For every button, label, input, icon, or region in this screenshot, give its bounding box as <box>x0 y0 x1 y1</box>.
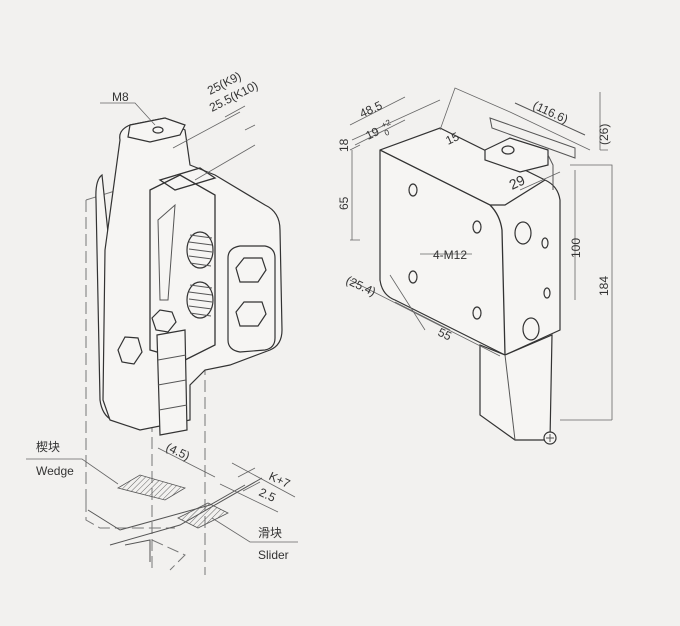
thread-label: M8 <box>112 90 129 104</box>
wedge-hatch <box>116 474 186 501</box>
dim-184-label: 184 <box>597 276 611 296</box>
dim-18-label: 18 <box>337 138 351 152</box>
dim-55-label: 55 <box>436 325 454 343</box>
dim-15-label: 15 <box>443 129 461 147</box>
wedge-en-label: Wedge <box>36 464 74 478</box>
spring-icon <box>186 231 214 319</box>
hole-icon <box>472 306 482 320</box>
dim-254-label: (25.4) <box>344 273 378 299</box>
dim-65-label: 65 <box>337 196 351 210</box>
dim-19-label: 19 <box>363 124 381 142</box>
dim-25-label: 2.5 <box>257 485 278 505</box>
hole-icon <box>408 270 418 284</box>
hole-icon <box>522 317 540 341</box>
tol-plus-label: +2 <box>380 118 393 130</box>
dim-26-label: (26) <box>597 124 611 145</box>
hole-icon <box>408 183 418 197</box>
slider-en-label: Slider <box>258 548 289 562</box>
bolt-icon <box>117 336 143 365</box>
tol-zero-label: 0 <box>383 128 391 138</box>
slider-cn-label: 滑块 <box>258 526 282 540</box>
left-view-safety-gear: 25(K9) 25.5(K10) M8 (4.5) K+7 2.5 楔块 Wed… <box>26 69 298 575</box>
dim-485-label: 48.5 <box>357 98 384 121</box>
dim-100-label: 100 <box>569 238 583 258</box>
right-view-safety-gear: 48.5 19 +2 0 15 (116.6) (26) 18 65 29 10… <box>337 87 613 445</box>
dim-1166-label: (116.6) <box>531 98 571 126</box>
nut-icon <box>235 301 267 327</box>
dim-29-label: 29 <box>507 172 528 193</box>
nut-icon <box>235 257 267 283</box>
bolt-icon <box>151 309 177 333</box>
slider-hatch <box>177 502 229 529</box>
holes-label: 4-M12 <box>433 248 467 262</box>
wedge-cn-label: 楔块 <box>36 440 60 454</box>
hole-icon <box>514 221 532 245</box>
hole-icon <box>472 220 482 234</box>
dim-gap-label: (4.5) <box>164 440 192 463</box>
